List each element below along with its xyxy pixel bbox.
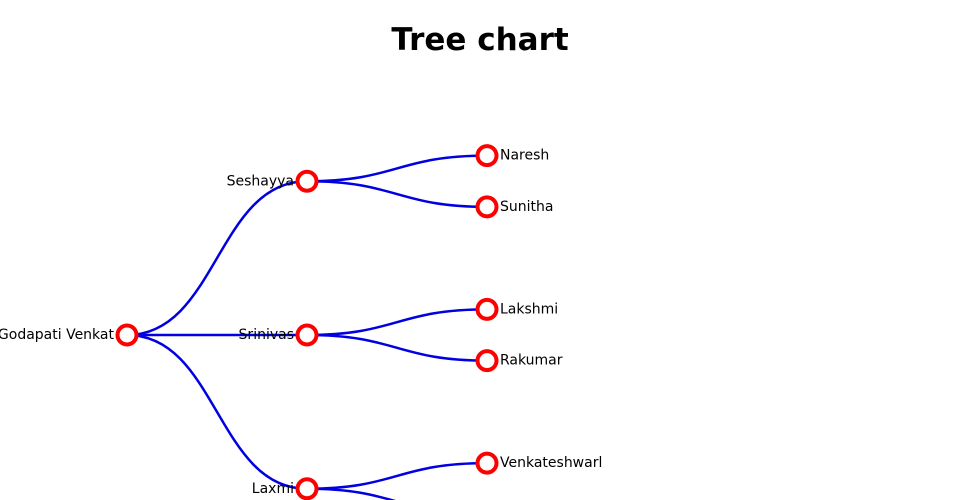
tree-link [306, 487, 397, 500]
tree-link [126, 333, 308, 490]
tree-node-label: Seshayya [227, 173, 294, 189]
tree-node[interactable]: Naresh [475, 144, 550, 168]
tree-node-label: Srinivas [239, 327, 294, 343]
tree-node-circle[interactable] [475, 195, 499, 219]
tree-node[interactable]: Lakshmi [475, 297, 559, 321]
tree-node-circle[interactable] [295, 323, 319, 347]
tree-node-label: Naresh [500, 148, 549, 164]
tree-node-label: Godapati Venkat [0, 327, 114, 343]
tree-link [306, 154, 488, 183]
links-layer [126, 154, 488, 500]
tree-node-label: Lakshmi [500, 301, 558, 317]
tree-node-circle[interactable] [475, 451, 499, 475]
tree-node[interactable]: Venkateshwarl [475, 451, 603, 475]
tree-link [306, 461, 488, 490]
tree-node-label: Rakumar [500, 353, 563, 369]
tree-node[interactable]: Laxmi [252, 477, 319, 500]
tree-node-circle[interactable] [475, 349, 499, 373]
tree-link [306, 180, 488, 209]
tree-node-circle[interactable] [295, 477, 319, 500]
tree-node[interactable]: Sunitha [475, 195, 554, 219]
tree-link [306, 308, 488, 337]
tree-node-circle[interactable] [475, 297, 499, 321]
tree-node-circle[interactable] [475, 144, 499, 168]
tree-node[interactable]: Seshayya [227, 169, 319, 193]
tree-node[interactable]: Godapati Venkat [0, 323, 139, 347]
tree-link [126, 180, 308, 337]
tree-node-circle[interactable] [295, 169, 319, 193]
tree-node-circle[interactable] [115, 323, 139, 347]
chart-title: Tree chart [391, 22, 569, 58]
nodes-layer: Godapati Venkat Seshayya NareshSunithaSrin… [0, 144, 603, 500]
tree-node[interactable]: Srinivas [239, 323, 319, 347]
tree-node-label: Venkateshwarl [500, 455, 602, 471]
tree-node[interactable]: Rakumar [475, 349, 563, 373]
tree-node-label: Laxmi [252, 481, 294, 497]
tree-link [306, 333, 488, 362]
tree-node-label: Sunitha [500, 199, 553, 215]
